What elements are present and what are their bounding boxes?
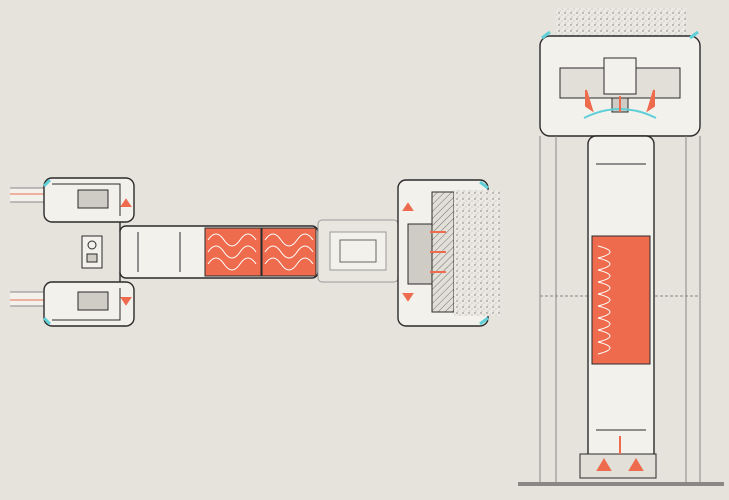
door-leaf-horizontal — [119, 225, 319, 279]
left-leaf-bottom-profile — [10, 272, 135, 327]
concrete-wall-horizontal — [454, 190, 500, 316]
gasket-right-top — [479, 180, 489, 190]
gasket-left-top — [42, 178, 52, 188]
screws-horizontal — [120, 198, 446, 306]
horizontal-section-view — [10, 177, 500, 327]
threshold-profile — [518, 453, 724, 486]
vertical-section-view — [518, 8, 724, 486]
head-frame-profile — [539, 35, 701, 137]
gasket-head-right — [689, 30, 699, 40]
gasket-left-bottom — [42, 316, 52, 326]
door-leaf-vertical — [587, 135, 655, 467]
hinge-fitting-left — [81, 235, 103, 269]
gasket-right-bottom — [479, 316, 489, 326]
screws-vertical — [585, 89, 655, 471]
gasket-head-left — [541, 30, 551, 40]
lock-track-profile — [317, 219, 399, 283]
left-leaf-top-profile — [10, 177, 135, 232]
